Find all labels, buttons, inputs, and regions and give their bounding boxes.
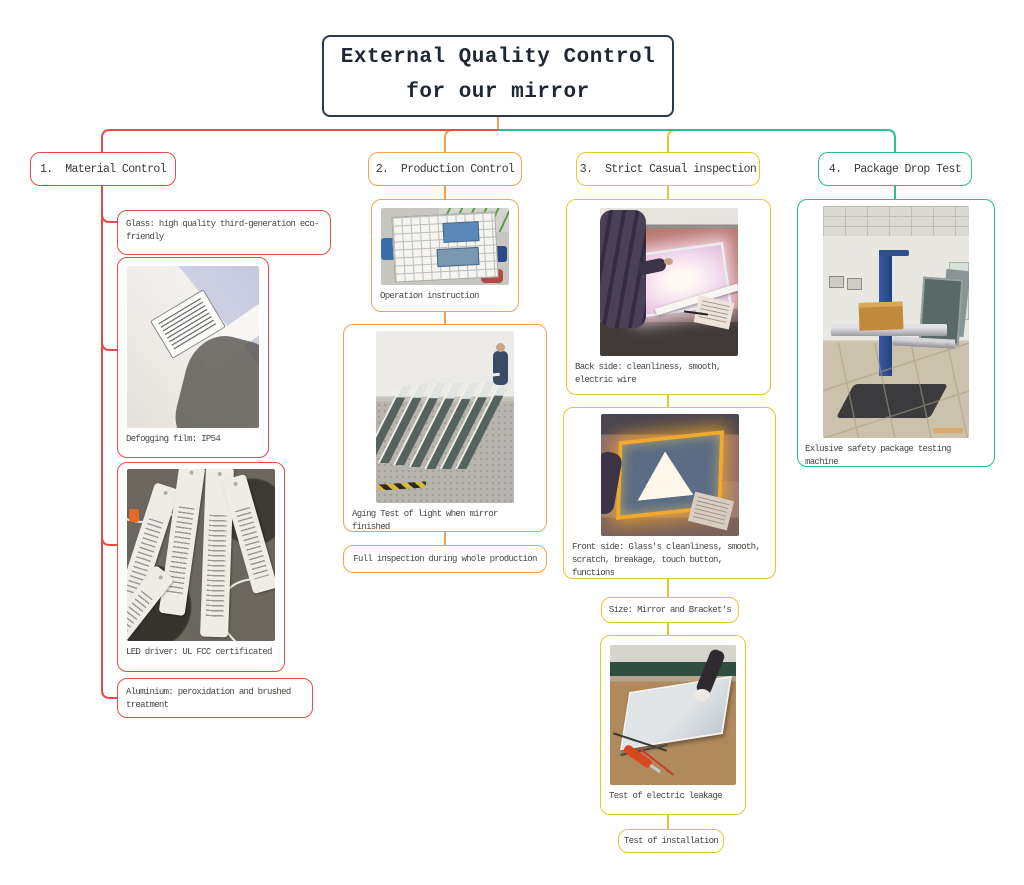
front-side-caption: Front side: Glass's cleanliness, smooth,…: [572, 542, 761, 579]
node-back-side-inspection: Back side: cleanliness, smooth, electric…: [566, 199, 771, 395]
installation-test-text: Test of installation: [623, 836, 719, 846]
node-size-check: Size: Mirror and Bracket's: [601, 597, 739, 623]
electric-leakage-test-photo: [610, 645, 736, 785]
diagram-title: External Quality Control for our mirror: [322, 35, 674, 117]
branch-header-strict-casual-inspection: 3. Strict Casual inspection: [576, 152, 760, 186]
node-aluminium-treatment: Aluminium: peroxidation and brushed trea…: [117, 678, 313, 718]
operation-instruction-caption: Operation instruction: [380, 291, 479, 301]
node-front-side-inspection: Front side: Glass's cleanliness, smooth,…: [563, 407, 776, 579]
machine-rail: [892, 336, 956, 349]
branch-4-label: 4. Package Drop Test: [828, 162, 962, 176]
node-drop-test-machine: Exlusive safety package testing machine: [797, 199, 995, 467]
wall-picture: [829, 276, 844, 288]
branch-header-package-drop-test: 4. Package Drop Test: [818, 152, 972, 186]
inspection-paper: [687, 491, 734, 531]
sheet-thumbnail: [436, 246, 480, 268]
title-line-2: for our mirror: [406, 81, 590, 104]
connector-branch-1: [101, 129, 498, 152]
branch-2-label: 2. Production Control: [375, 162, 515, 176]
elbow-defogging: [101, 341, 117, 351]
node-defogging-film: Defogging film: IP54: [117, 257, 269, 458]
elbow-glass: [101, 213, 117, 223]
electric-leakage-caption: Test of electric leakage: [609, 791, 723, 801]
aluminium-treatment-text: Aluminium: peroxidation and brushed trea…: [126, 687, 291, 711]
orange-connector: [129, 509, 139, 522]
wall-picture: [847, 278, 862, 290]
branch-1-rail: [101, 186, 117, 699]
branch-header-material-control: 1. Material Control: [30, 152, 176, 186]
node-electric-leakage-test: Test of electric leakage: [600, 635, 746, 815]
node-led-driver: LED driver: UL FCC certificated: [117, 462, 285, 672]
drop-test-caption: Exlusive safety package testing machine: [805, 444, 951, 468]
led-driver-caption: LED driver: UL FCC certificated: [126, 647, 272, 657]
full-inspection-text: Full inspection during whole production: [353, 554, 537, 564]
connector-branch-3: [498, 129, 677, 152]
cardboard-box: [858, 301, 904, 331]
worker-head: [496, 343, 505, 352]
branch-header-production-control: 2. Production Control: [368, 152, 522, 186]
node-operation-instruction: Operation instruction: [371, 199, 519, 312]
aging-test-caption: Aging Test of light when mirror finished: [352, 509, 498, 533]
photo-timestamp: [933, 428, 963, 433]
sheet-thumbnail: [442, 221, 480, 243]
hazard-strip: [377, 481, 427, 491]
elbow-led-driver: [101, 536, 117, 546]
glass-quality-text: Glass: high quality third-generation eco…: [126, 219, 319, 243]
defogging-film-photo: [127, 266, 259, 428]
rubber-mat: [835, 384, 949, 418]
led-drivers-photo: [127, 469, 275, 641]
aging-test-photo: [376, 331, 514, 503]
node-full-inspection: Full inspection during whole production: [343, 545, 547, 573]
node-installation-test: Test of installation: [618, 829, 724, 853]
back-side-inspection-photo: [599, 208, 738, 356]
branch-3-label: 3. Strict Casual inspection: [579, 162, 757, 176]
worker-figure: [493, 351, 508, 385]
machine-arm: [879, 250, 909, 256]
size-check-text: Size: Mirror and Bracket's: [608, 605, 732, 615]
defogging-film-caption: Defogging film: IP54: [126, 434, 221, 444]
connector-branch-2: [444, 129, 498, 152]
title-line-1: External Quality Control: [340, 46, 656, 70]
back-side-caption: Back side: cleanliness, smooth, electric…: [575, 362, 721, 386]
inspector-hand: [663, 258, 673, 265]
node-glass-quality: Glass: high quality third-generation eco…: [117, 210, 331, 255]
connector-branch-4: [498, 129, 896, 152]
white-glove: [694, 689, 710, 701]
front-side-inspection-photo: [600, 414, 739, 536]
operation-instruction-photo: [381, 208, 509, 285]
node-aging-test: Aging Test of light when mirror finished: [343, 324, 547, 532]
drop-test-machine-photo: [823, 206, 969, 438]
branch-1-label: 1. Material Control: [39, 162, 167, 176]
